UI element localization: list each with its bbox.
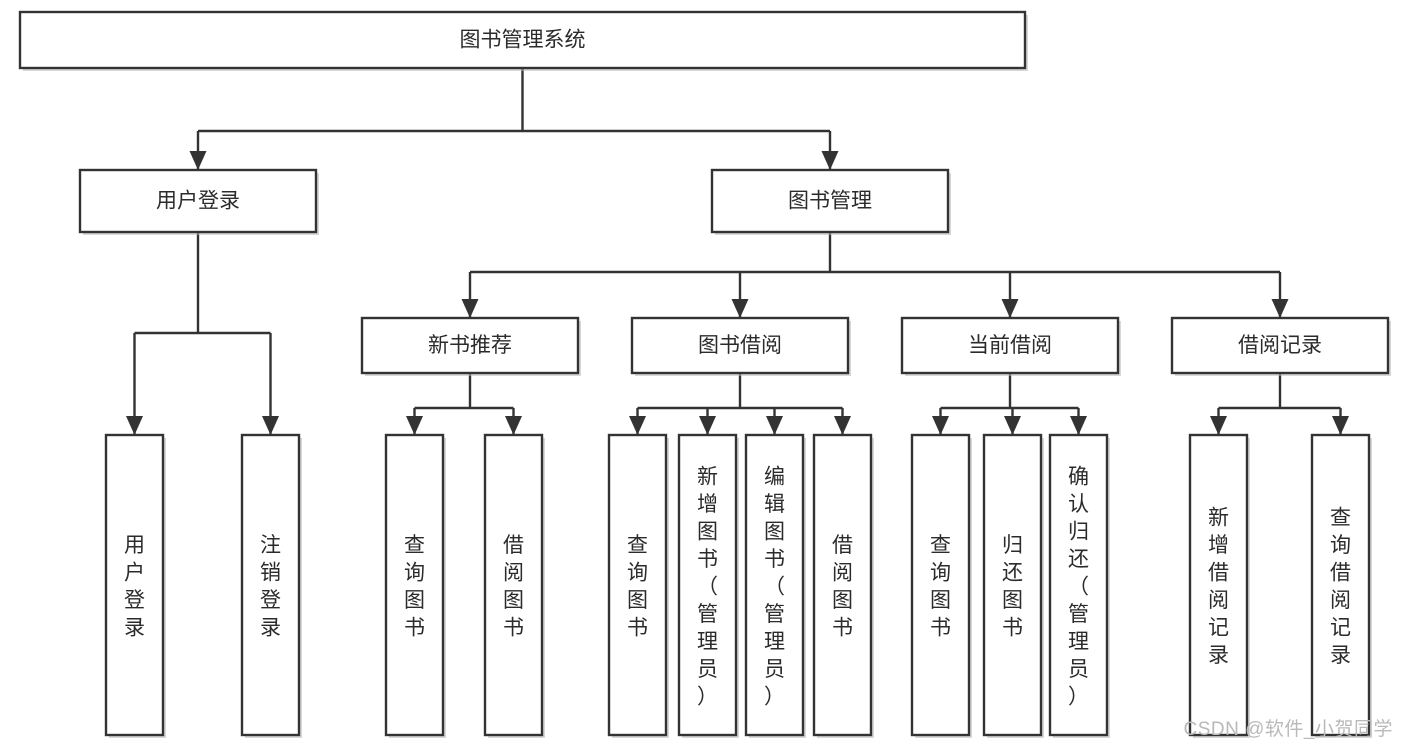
node-level3-1[interactable]: 新书推荐 bbox=[360, 316, 581, 376]
box-outline bbox=[240, 433, 301, 737]
box-outline bbox=[1310, 433, 1371, 737]
node-label: 用户登录 bbox=[124, 534, 145, 640]
box-outline bbox=[384, 433, 445, 737]
leaf-user-login-1[interactable]: 用户登录 bbox=[104, 433, 166, 738]
arrow-head-icon bbox=[1001, 299, 1019, 318]
node-layer: 图书管理系统用户登录图书管理新书推荐图书借阅当前借阅借阅记录用户登录注销登录查询… bbox=[18, 10, 1391, 738]
box-outline bbox=[630, 316, 850, 375]
node-label: 确认归还（管理员） bbox=[1068, 465, 1089, 708]
leaf-user-login-2[interactable]: 注销登录 bbox=[240, 433, 302, 738]
node-level2-1[interactable]: 用户登录 bbox=[78, 168, 319, 235]
box-outline bbox=[1188, 433, 1249, 737]
leaf-borrow-record-2[interactable]: 查询借阅记录 bbox=[1310, 433, 1372, 738]
node-label: 图书借阅 bbox=[698, 334, 782, 357]
arrow-head-icon bbox=[766, 416, 783, 435]
node-label: 新增借阅记录 bbox=[1208, 507, 1229, 668]
arrow-head-icon bbox=[834, 416, 851, 435]
node-label: 借阅图书 bbox=[832, 534, 853, 640]
arrow-head-icon bbox=[189, 151, 207, 170]
box-outline bbox=[812, 433, 873, 737]
box-outline bbox=[360, 316, 580, 375]
arrow-head-icon bbox=[126, 416, 143, 435]
leaf-book-borrow-1[interactable]: 查询图书 bbox=[607, 433, 669, 738]
leaf-new-book-recommend-1[interactable]: 查询图书 bbox=[384, 433, 446, 738]
node-label: 注销登录 bbox=[260, 534, 281, 640]
node-level2-2[interactable]: 图书管理 bbox=[710, 168, 951, 235]
box-outline bbox=[900, 316, 1120, 375]
box-outline bbox=[744, 433, 805, 737]
box-outline bbox=[710, 168, 950, 234]
leaf-book-borrow-2[interactable]: 新增图书（管理员） bbox=[677, 433, 739, 738]
node-label: 借阅记录 bbox=[1238, 334, 1322, 357]
node-label: 编辑图书（管理员） bbox=[764, 465, 785, 708]
node-label: 当前借阅 bbox=[968, 334, 1052, 357]
leaf-current-borrow-3[interactable]: 确认归还（管理员） bbox=[1048, 433, 1110, 738]
arrow-head-icon bbox=[629, 416, 646, 435]
arrow-head-icon bbox=[1210, 416, 1227, 435]
arrow-head-icon bbox=[1332, 416, 1349, 435]
arrow-head-icon bbox=[1271, 299, 1289, 318]
box-outline bbox=[982, 433, 1043, 737]
arrow-head-icon bbox=[731, 299, 749, 318]
node-root-system[interactable]: 图书管理系统 bbox=[18, 10, 1028, 71]
box-outline bbox=[910, 433, 971, 737]
arrow-head-icon bbox=[262, 416, 279, 435]
box-outline bbox=[104, 433, 165, 737]
arrow-head-icon bbox=[406, 416, 423, 435]
node-label: 新增图书（管理员） bbox=[697, 465, 718, 708]
node-label: 查询图书 bbox=[930, 534, 951, 640]
node-label: 查询图书 bbox=[627, 534, 648, 640]
leaf-current-borrow-1[interactable]: 查询图书 bbox=[910, 433, 972, 738]
arrow-head-icon bbox=[932, 416, 949, 435]
box-outline bbox=[1048, 433, 1109, 737]
arrow-head-icon bbox=[1070, 416, 1087, 435]
node-label: 归还图书 bbox=[1002, 534, 1023, 640]
node-label: 新书推荐 bbox=[428, 334, 512, 357]
csdn-watermark: CSDN @软件_小贺同学 bbox=[1183, 719, 1393, 740]
box-outline bbox=[78, 168, 318, 234]
node-label: 借阅图书 bbox=[503, 534, 524, 640]
node-label: 查询图书 bbox=[404, 534, 425, 640]
box-outline bbox=[18, 10, 1027, 70]
leaf-book-borrow-3[interactable]: 编辑图书（管理员） bbox=[744, 433, 806, 738]
leaf-current-borrow-2[interactable]: 归还图书 bbox=[982, 433, 1044, 738]
arrow-head-icon bbox=[1004, 416, 1021, 435]
node-level3-4[interactable]: 借阅记录 bbox=[1170, 316, 1391, 376]
connector-layer bbox=[126, 68, 1349, 435]
leaf-book-borrow-4[interactable]: 借阅图书 bbox=[812, 433, 874, 738]
node-label: 图书管理系统 bbox=[460, 29, 586, 52]
node-level3-3[interactable]: 当前借阅 bbox=[900, 316, 1121, 376]
node-label: 用户登录 bbox=[156, 190, 240, 213]
arrow-head-icon bbox=[505, 416, 522, 435]
arrow-head-icon bbox=[461, 299, 479, 318]
arrow-head-icon bbox=[699, 416, 716, 435]
box-outline bbox=[607, 433, 668, 737]
node-label: 图书管理 bbox=[788, 190, 872, 213]
node-level3-2[interactable]: 图书借阅 bbox=[630, 316, 851, 376]
box-outline bbox=[1170, 316, 1390, 375]
box-outline bbox=[677, 433, 738, 737]
leaf-borrow-record-1[interactable]: 新增借阅记录 bbox=[1188, 433, 1250, 738]
arrow-head-icon bbox=[821, 151, 839, 170]
box-outline bbox=[483, 433, 544, 737]
node-label: 查询借阅记录 bbox=[1330, 507, 1351, 668]
leaf-new-book-recommend-2[interactable]: 借阅图书 bbox=[483, 433, 545, 738]
